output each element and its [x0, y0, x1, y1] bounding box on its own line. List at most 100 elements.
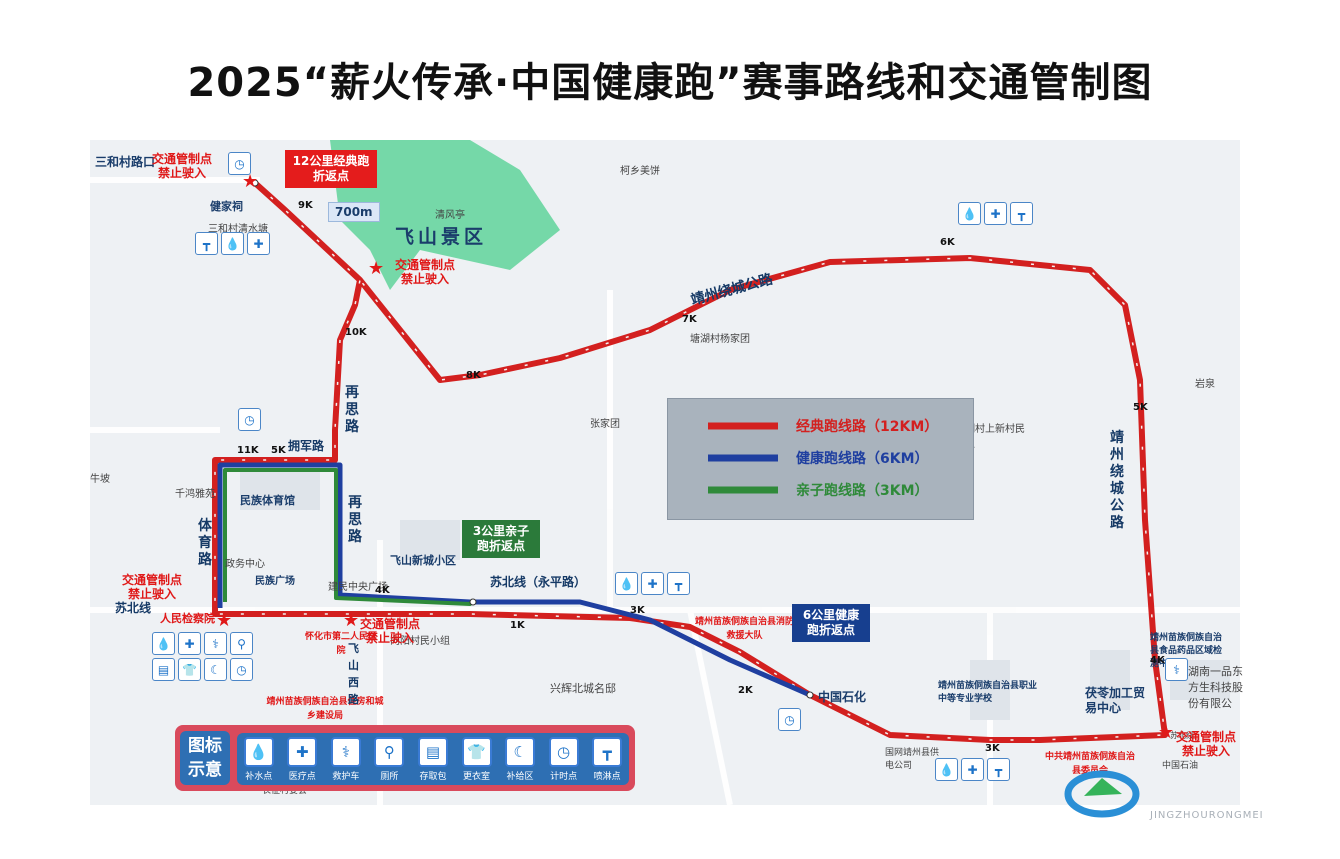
legend-item-label: 喷淋点 [593, 771, 621, 782]
spray-icon: ┳ [592, 736, 623, 767]
service-group: ◷ [778, 708, 801, 731]
ambulance-icon: ⚕ [330, 736, 361, 767]
place-label: 苏北线 [1170, 731, 1194, 740]
place-label: 靖州苗族侗族自治县住房和城乡建设局 [266, 697, 384, 721]
control-point-label: 交通管制点禁止驶入 [360, 617, 420, 645]
distance-badge: 700m [328, 202, 380, 222]
legend-item: ◷计时点 [545, 736, 583, 782]
legend-item-label: 医疗点 [288, 771, 316, 782]
place-label: 兴辉北城名邸 [550, 682, 616, 695]
place-label: 茯苓加工贸易中心 [1085, 686, 1146, 715]
toilet-icon: ⚲ [230, 632, 253, 655]
legend-item: ▤ 存取包 [414, 736, 452, 782]
road-label: 靖州绕城公路 [1110, 430, 1124, 531]
place-label: 柯乡美饼 [620, 166, 660, 177]
km-marker: 9K [298, 200, 313, 211]
water-icon: 💧 [221, 232, 244, 255]
timing-icon: ◷ [548, 736, 579, 767]
place-label: 长征村委会 [262, 786, 308, 796]
legend-item-label: 补给区 [506, 771, 534, 782]
control-star-icon: ★ [216, 610, 233, 631]
place-label: 建民中央广场 [328, 582, 388, 593]
timing-icon: ◷ [778, 708, 801, 731]
km-marker: 4K [1150, 655, 1165, 666]
place-label: 中国石化 [818, 690, 867, 704]
km-marker: 4K [375, 585, 390, 596]
km-marker: 1K [510, 620, 525, 631]
place-label: 中国石油 [1162, 761, 1199, 771]
legend-health: 健康跑线路（6KM） [796, 451, 929, 467]
legend-item-label: 救护车 [332, 771, 360, 782]
icon-legend-title: 图标 示意 [180, 731, 230, 785]
legend-item: 💧补水点 [240, 736, 278, 782]
legend-item: ✚ 医疗点 [283, 736, 321, 782]
water-icon: 💧 [958, 202, 981, 225]
scenic-area [330, 140, 560, 290]
control-sub: 禁止驶入 [401, 272, 450, 286]
control-star-icon: ★ [242, 171, 259, 192]
place-label: 民族体育馆 [240, 494, 295, 507]
changing-icon: 👕 [178, 658, 201, 681]
km-marker: 5K [271, 445, 286, 456]
control-title: 交通管制点 [360, 617, 421, 631]
timing-icon: ◷ [238, 408, 261, 431]
classic-turnaround-callout: 12公里经典跑折返点 [285, 150, 377, 188]
map-canvas [90, 140, 1240, 805]
storage-icon: ▤ [152, 658, 175, 681]
road-label: 拥军路 [288, 439, 325, 453]
medical-icon: ✚ [287, 736, 318, 767]
place-label: 健家祠 [210, 200, 243, 213]
road-label: 苏北线 [115, 601, 152, 615]
legend-item-label: 存取包 [419, 771, 447, 782]
place-label: 国网靖州县供电公司 [885, 748, 940, 771]
control-title: 交通管制点 [395, 258, 456, 272]
toilet-icon: ⚲ [374, 736, 405, 767]
control-title: 交通管制点 [1176, 730, 1237, 744]
place-label: 张家团 [590, 419, 620, 430]
place-label: 清风亭 [435, 210, 465, 221]
service-group: ◷ [238, 408, 261, 431]
legend-item-label: 厕所 [380, 771, 399, 782]
medical-icon: ✚ [961, 758, 984, 781]
route-map[interactable]: 三和村路口 健家祠 三和村清水塘 飞山景区 清风亭 700m 柯乡美饼 塘湖村杨… [90, 140, 1243, 805]
service-group: ┳💧✚ [195, 232, 270, 255]
road-label: 体育路 [198, 518, 212, 568]
place-label: 靖州苗族侗族自治县食品药品区域检测中心 [1150, 633, 1223, 669]
control-sub: 禁止驶入 [1182, 744, 1231, 758]
icon-legend-title-1: 图标 [188, 736, 222, 756]
km-marker: 2K [738, 685, 753, 696]
km-marker: 3K [985, 743, 1000, 754]
place-label: 三和村清水塘 [208, 224, 268, 235]
control-point-label: 交通管制点禁止驶入 [395, 258, 455, 286]
road-label: 苏北线（永平路） [490, 575, 587, 589]
km-marker: 8K [466, 370, 481, 381]
water-icon: 💧 [935, 758, 958, 781]
km-marker: 6K [940, 237, 955, 248]
place-label: 靖州苗族侗族自治县职业中等专业学校 [938, 681, 1038, 704]
logo-graphic [1064, 770, 1140, 818]
place-label: 民族广场 [255, 576, 295, 587]
storage-icon: ▤ [417, 736, 448, 767]
place-label: 塘湖村杨家团 [690, 334, 750, 345]
place-label: 靖州苗族侗族自治县消防救援大队 [694, 617, 794, 641]
page-title: 2025“薪火传承·中国健康跑”赛事路线和交通管制图 [187, 60, 1153, 106]
service-group: 💧✚┳ [615, 572, 690, 595]
spray-icon: ┳ [195, 232, 218, 255]
ambulance-icon: ⚕ [1165, 658, 1188, 681]
family-turnaround-callout: 3公里亲子跑折返点 [462, 520, 540, 558]
place-label: 千鸿雅苑 [175, 489, 215, 500]
control-title: 交通管制点 [122, 573, 183, 587]
road-label: 再思路 [345, 385, 359, 435]
control-sub: 禁止驶入 [366, 631, 415, 645]
spray-icon: ┳ [1010, 202, 1033, 225]
place-label: 政务中心 [225, 559, 265, 570]
legend-item: ⚕ 救护车 [327, 736, 365, 782]
route-legend: 经典跑线路（12KM） 健康跑线路（6KM） 亲子跑线路（3KM） [667, 398, 974, 520]
control-point-label: 交通管制点禁止驶入 [152, 152, 212, 180]
ambulance-icon: ⚕ [204, 632, 227, 655]
place-label: 中共靖州苗族侗族自治县委员会 [1045, 752, 1136, 776]
service-group: ◷ [228, 152, 251, 175]
legend-item: ☾ 补给区 [501, 736, 539, 782]
medical-icon: ✚ [178, 632, 201, 655]
supply-icon: ☾ [505, 736, 536, 767]
